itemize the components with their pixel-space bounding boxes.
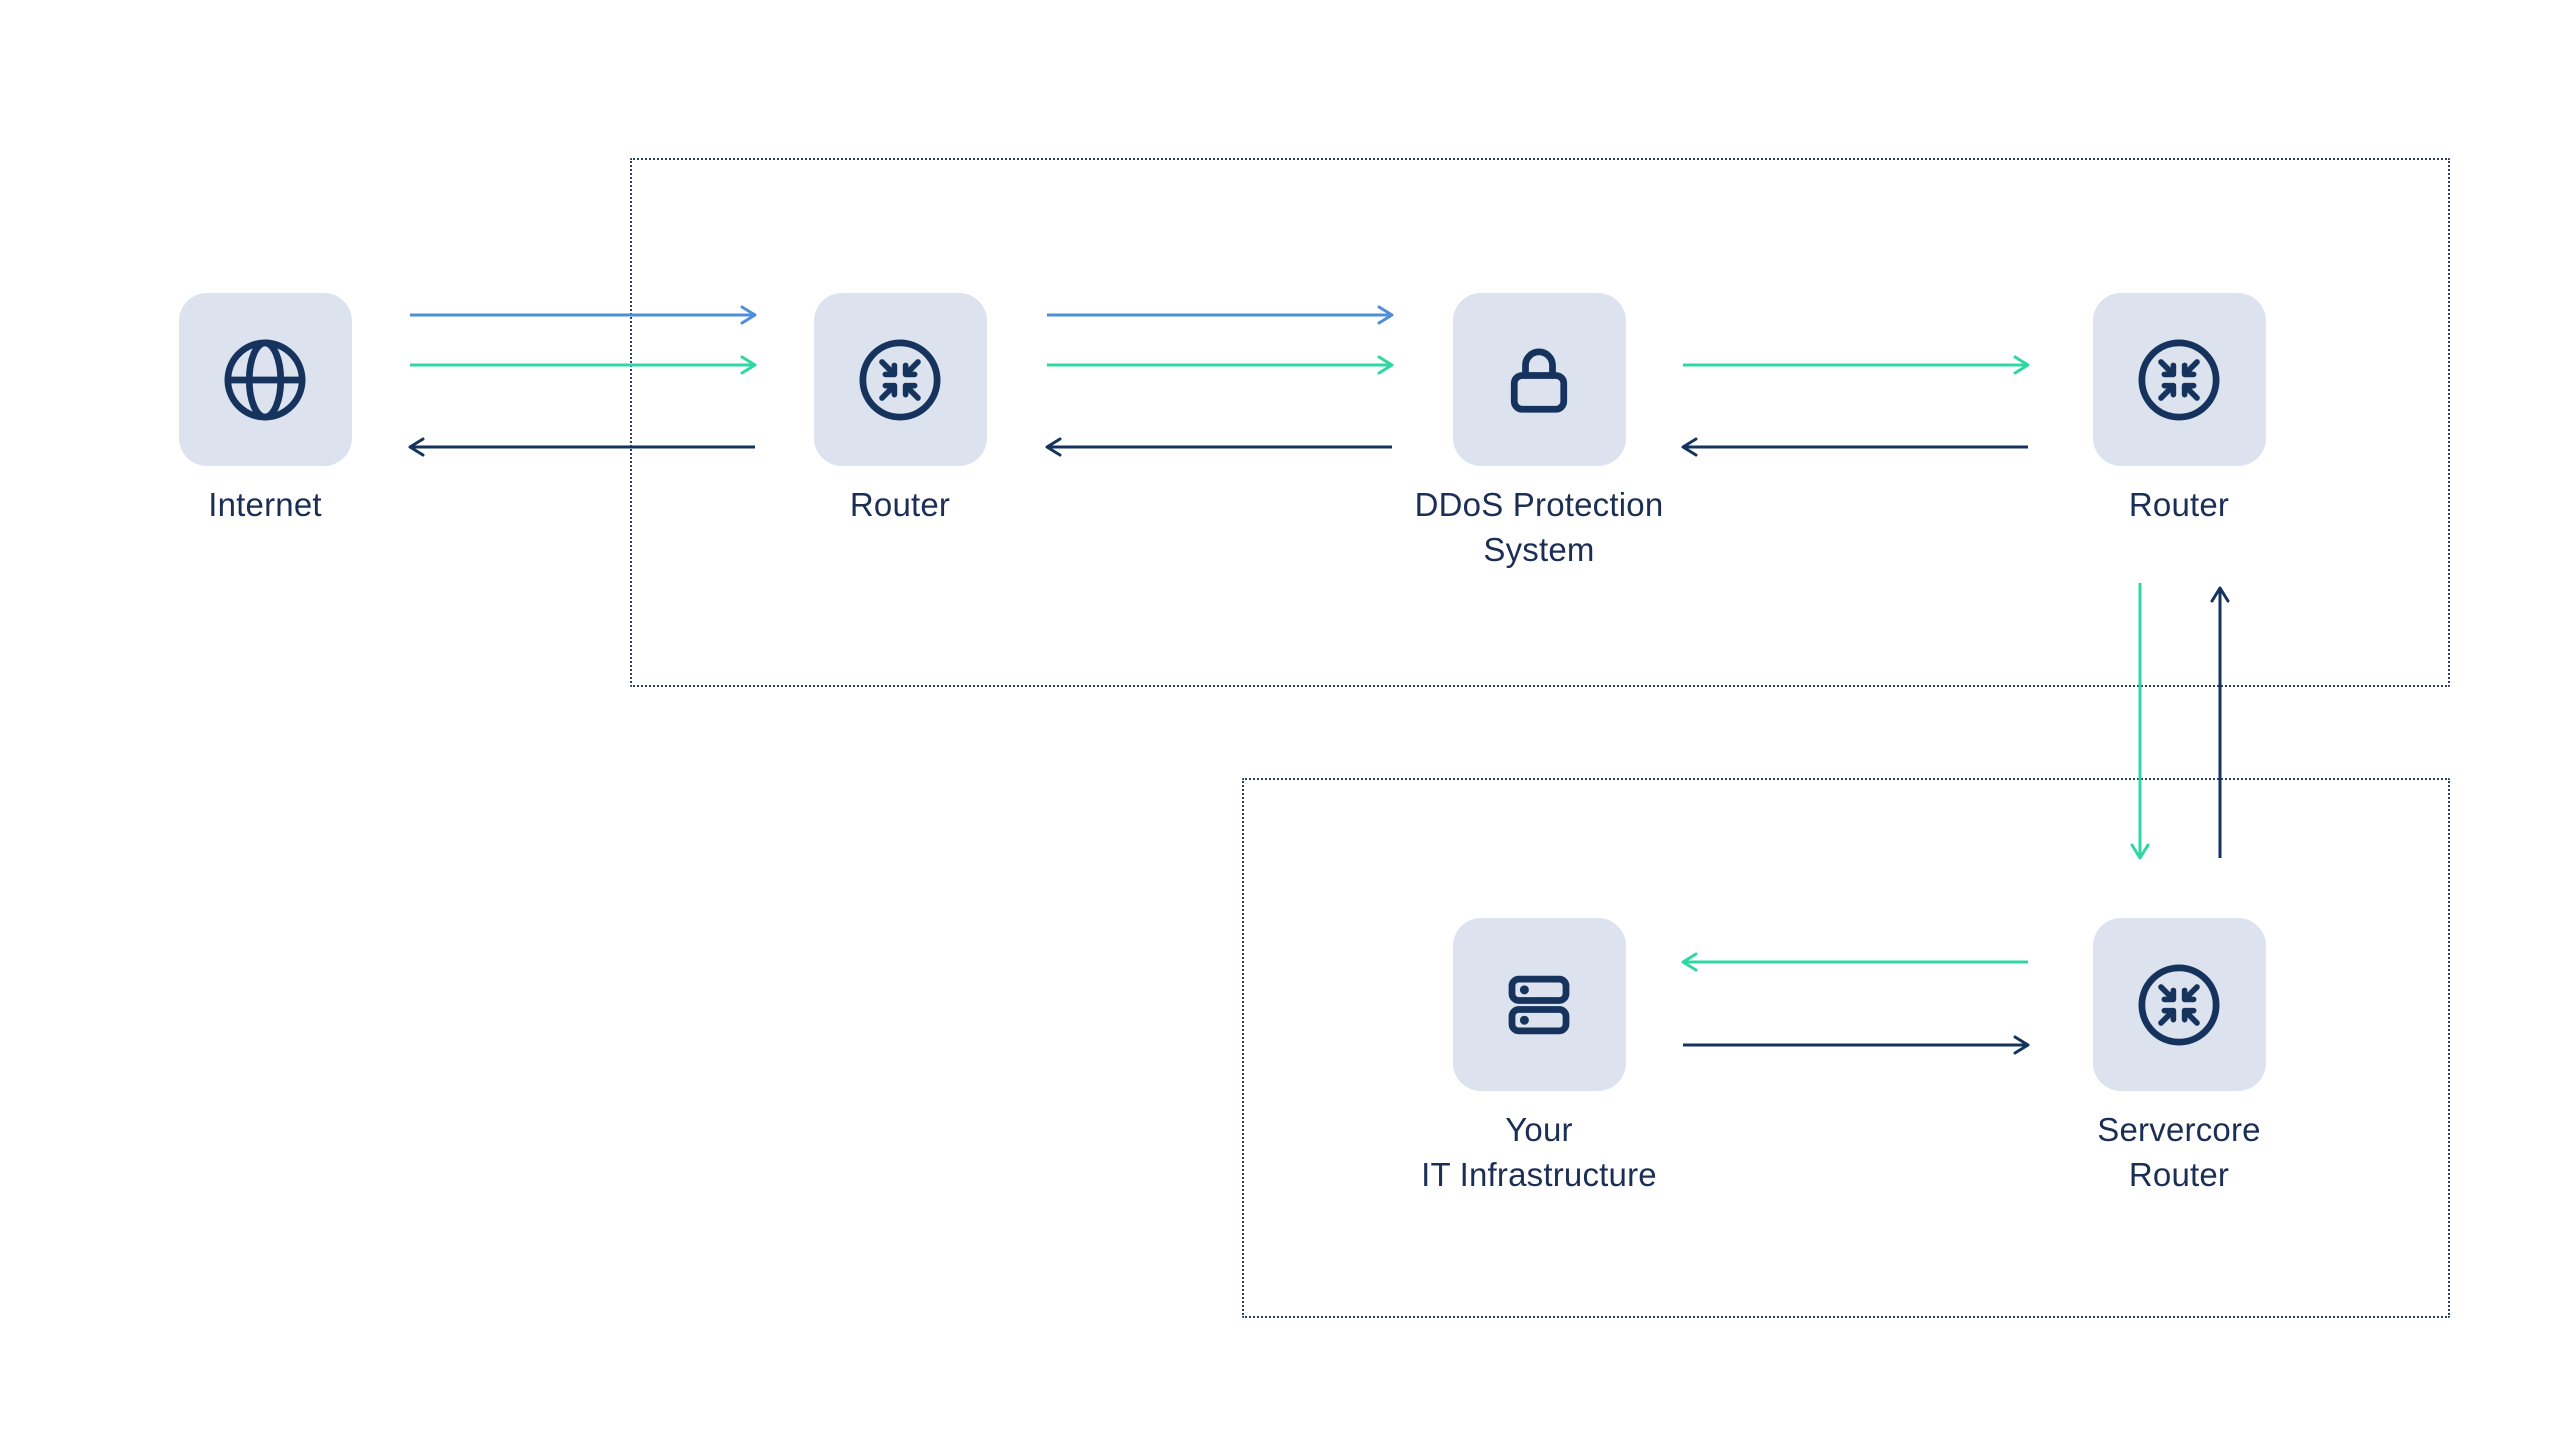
protection-zone-box (630, 158, 2450, 687)
customer-zone-box (1242, 778, 2450, 1318)
router-icon (859, 339, 941, 420)
it-infra-label: Your IT Infrastructure (1421, 1111, 1657, 1193)
servercore-router-node-box (2092, 918, 2266, 1091)
core-router-node-box (2092, 293, 2266, 466)
node-core-router: Router (1929, 293, 2429, 527)
internet-node-box (178, 293, 352, 466)
it-infra-node-box (1452, 918, 1626, 1091)
edge-router-label: Router (849, 486, 951, 523)
node-ddos-protection: DDoS Protection System (1289, 293, 1789, 572)
servers-icon (1508, 975, 1570, 1034)
node-it-infrastructure: Your IT Infrastructure (1289, 918, 1789, 1197)
servercore-router-label: Servercore Router (2097, 1111, 2261, 1193)
core-router-label: Router (2128, 486, 2230, 523)
edge-router-node-box (813, 293, 987, 466)
internet-label: Internet (208, 486, 322, 523)
globe-icon (224, 339, 306, 420)
router-icon (2138, 339, 2220, 420)
node-servercore-router: Servercore Router (1929, 918, 2429, 1197)
ddos-label: DDoS Protection System (1414, 486, 1664, 568)
router-icon (2138, 964, 2220, 1045)
node-internet: Internet (15, 293, 515, 527)
lock-icon (1510, 348, 1568, 413)
node-edge-router: Router (650, 293, 1150, 527)
ddos-node-box (1452, 293, 1626, 466)
